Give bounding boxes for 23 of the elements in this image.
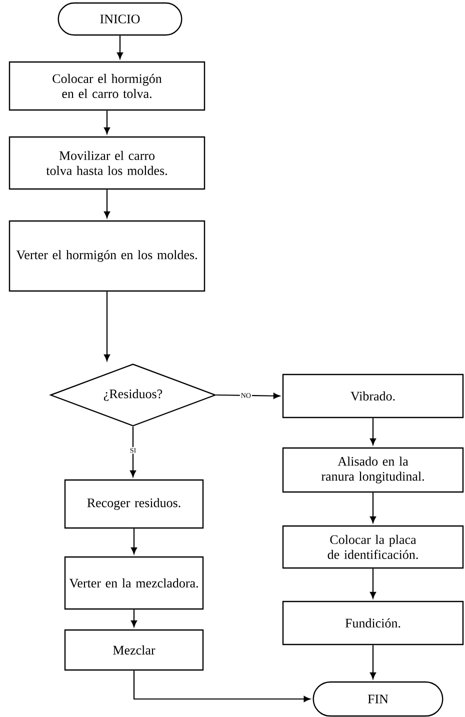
arrow	[370, 568, 376, 598]
arrow	[104, 292, 110, 361]
process-box: Mezclar	[64, 629, 204, 671]
process-box: Movilizar el carro tolva hasta los moldes.	[8, 136, 206, 190]
arrow	[216, 392, 280, 399]
process-box: Alisado en la ranura longitudinal.	[282, 447, 464, 493]
arrow	[130, 426, 136, 477]
process-box: Fundición.	[282, 600, 464, 646]
arrow	[370, 492, 376, 523]
process-box: Vibrado.	[282, 374, 464, 418]
arrow	[370, 418, 376, 445]
arrow	[104, 110, 110, 134]
arrow	[104, 190, 110, 218]
process-box: Colocar el hormigón en el carro tolva.	[8, 61, 206, 111]
process-box: Verter en la mezcladora.	[64, 556, 204, 610]
arrow	[130, 528, 138, 554]
arrow	[133, 670, 310, 702]
process-box: Colocar la placa de identificación.	[282, 525, 464, 569]
process-box: Verter el hormigón en los moldes.	[8, 220, 206, 292]
process-box: Recoger residuos.	[64, 479, 204, 529]
arrow	[370, 645, 376, 679]
arrow	[116, 36, 123, 59]
arrow	[130, 610, 138, 627]
